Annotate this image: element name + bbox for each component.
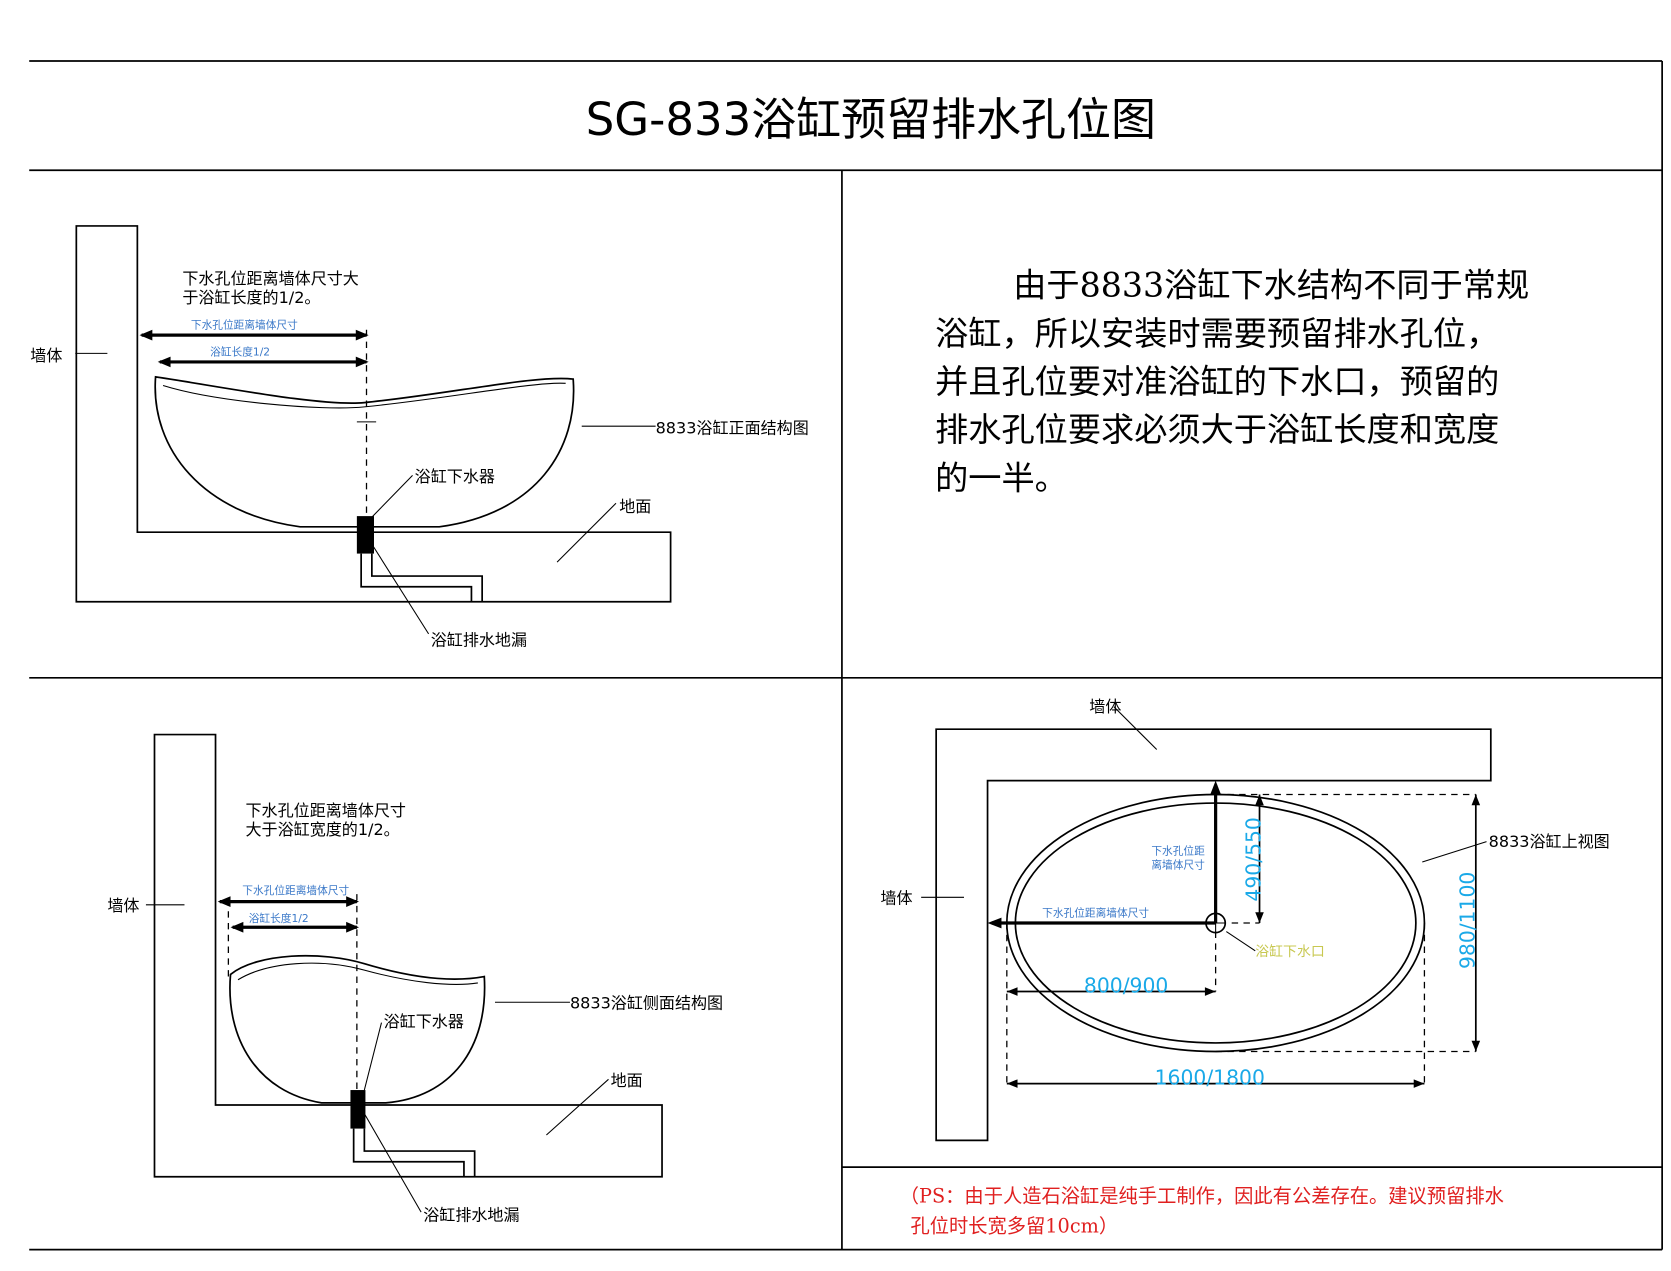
ps-note-line1: （PS：由于人造石浴缸是纯手工制作，因此有公差存在。建议预留排水	[900, 1184, 1504, 1207]
vertical-dim-label-1: 下水孔位距	[1151, 844, 1205, 857]
front-note-line1: 下水孔位距离墙体尺寸大	[182, 269, 359, 288]
dim-800-900: 800/900	[1084, 974, 1168, 998]
side-dim-wall: 下水孔位距离墙体尺寸	[242, 884, 349, 897]
front-dim-wall: 下水孔位距离墙体尺寸	[191, 319, 298, 332]
front-view	[75, 225, 672, 635]
top-view	[921, 706, 1492, 1142]
front-drain-fitting-label: 浴缸下水器	[415, 467, 495, 486]
drain-fitting	[350, 1090, 366, 1129]
front-caption: 8833浴缸正面结构图	[656, 419, 809, 438]
bathtub-front	[154, 375, 575, 528]
side-note-line1: 下水孔位距离墙体尺寸	[246, 801, 406, 820]
drain-fitting	[356, 516, 374, 554]
description-line1: 由于8833浴缸下水结构不同于常规	[1013, 266, 1529, 305]
description-line4: 排水孔位要求必须大于浴缸长度和宽度	[935, 410, 1499, 449]
horizontal-dim-label: 下水孔位距离墙体尺寸	[1042, 907, 1149, 920]
ps-note-line2: 孔位时长宽多留10cm）	[910, 1214, 1118, 1237]
bathtub-side	[229, 954, 486, 1104]
side-note-line2: 大于浴缸宽度的1/2。	[246, 820, 400, 839]
side-wall-label: 墙体	[107, 896, 139, 915]
wall	[935, 728, 1492, 1142]
left-wall-label: 墙体	[880, 889, 912, 908]
side-floor-drain-label: 浴缸排水地漏	[423, 1206, 519, 1225]
page-title: SG-833浴缸预留排水孔位图	[586, 93, 1156, 146]
drain-pipe	[360, 553, 484, 602]
side-floor-label: 地面	[611, 1071, 643, 1090]
top-caption: 8833浴缸上视图	[1489, 832, 1610, 851]
top-wall-label: 墙体	[1089, 697, 1121, 716]
dim-1600-1800: 1600/1800	[1155, 1066, 1265, 1090]
side-view	[145, 733, 663, 1213]
front-floor-label: 地面	[619, 497, 651, 516]
description-line3: 并且孔位要对准浴缸的下水口，预留的	[935, 362, 1499, 401]
front-dim-half: 浴缸长度1/2	[210, 345, 270, 358]
frame	[29, 60, 1663, 1251]
side-caption: 8833浴缸侧面结构图	[570, 994, 723, 1013]
dim-490-550: 490/550	[1242, 817, 1266, 901]
front-wall-label: 墙体	[30, 346, 62, 365]
description-line2: 浴缸，所以安装时需要预留排水孔位，	[935, 314, 1499, 353]
side-dim-half: 浴缸长度1/2	[249, 912, 309, 925]
front-note-line2: 于浴缸长度的1/2。	[182, 288, 320, 307]
drain-outlet-label: 浴缸下水口	[1255, 943, 1325, 960]
dim-980-1100: 980/1100	[1456, 872, 1480, 969]
description-line5: 的一半。	[935, 458, 1068, 497]
side-drain-fitting-label: 浴缸下水器	[384, 1012, 464, 1031]
front-floor-drain-label: 浴缸排水地漏	[431, 631, 527, 650]
drain-pipe	[352, 1128, 476, 1177]
wall-and-floor	[75, 225, 672, 603]
wall-and-floor	[153, 733, 663, 1178]
vertical-dim-label-2: 离墙体尺寸	[1151, 858, 1205, 871]
